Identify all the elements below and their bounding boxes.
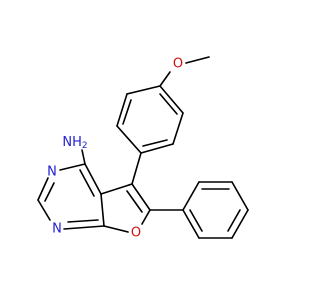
bond-aryl-double-3 — [122, 99, 132, 125]
methoxy-oxygen-label: O — [173, 57, 183, 72]
bond-methyl-o — [185, 56, 210, 64]
furan-oxygen-label: O — [131, 226, 141, 241]
bond-furan-c7a-c3a — [100, 193, 105, 227]
bond-c4-nh2 — [81, 149, 86, 165]
bond-aryl-furan — [131, 152, 142, 185]
amine-label-main: NH — [62, 135, 82, 150]
bond-aryl-c3-c2 — [172, 112, 184, 145]
bond-furan-c3-c2 — [131, 183, 151, 211]
bond-furan-c3-c2-double — [126, 190, 143, 213]
bond-pyr-c2-n1 — [37, 199, 51, 221]
bond-pyr-n1-c7a — [63, 225, 105, 230]
atom-label-layer: O NH2 N N O — [47, 57, 183, 241]
bond-aryl-c5-c4 — [126, 85, 161, 95]
chemical-structure-diagram: O NH2 N N O — [37, 56, 249, 241]
amine-label-subscript: 2 — [82, 141, 88, 151]
bond-aryl-double-1 — [159, 93, 178, 115]
bond-ph-double-2 — [227, 209, 241, 232]
bond-o-aryl — [159, 71, 171, 87]
bond-aryl-double-2 — [142, 139, 168, 147]
bond-furan-c3a-c3 — [100, 183, 133, 195]
bond-pyr-n1-c7a-double — [67, 219, 99, 223]
bond-layer — [37, 56, 249, 239]
bond-pyr-c3a-c4 — [84, 163, 102, 195]
bond-furan-o-c7a — [103, 225, 129, 233]
bond-pyr-c4-n3 — [59, 163, 86, 171]
bond-aryl-c6-c5 — [116, 93, 128, 127]
bond-aryl-c2-c1 — [140, 143, 174, 154]
bond-pyr-c3a-c4-double — [79, 169, 95, 197]
bond-ph-4-5 — [231, 209, 249, 239]
bond-pyr-n3-c2-double — [44, 182, 55, 202]
bond-ph-1-2 — [182, 181, 200, 211]
pyrimidine-nitrogen-top-label: N — [47, 165, 57, 180]
bond-ph-double-3 — [189, 209, 203, 232]
bond-furan-c2-o — [141, 209, 151, 225]
bond-aryl-c4-c3 — [159, 85, 184, 114]
pyrimidine-nitrogen-bottom-label: N — [52, 222, 62, 237]
bond-ph-6-1 — [182, 209, 200, 239]
bond-pyr-n3-c2 — [37, 177, 49, 201]
bond-aryl-c1-c6 — [116, 125, 142, 154]
amine-label: NH2 — [62, 135, 87, 152]
molecule-canvas: O NH2 N N O — [37, 56, 249, 241]
bond-ph-3-4 — [231, 181, 249, 211]
